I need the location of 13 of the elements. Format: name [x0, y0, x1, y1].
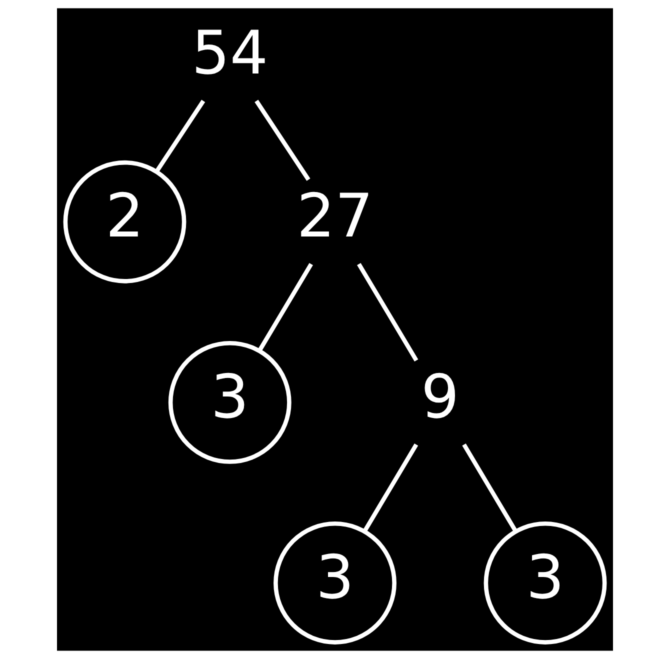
node-circle: 3 [484, 522, 607, 644]
connector [254, 100, 310, 181]
node-text: 27 [296, 182, 374, 252]
connector [154, 100, 206, 173]
node-text: 54 [192, 18, 268, 88]
connector [357, 262, 418, 362]
node-text: 9 [421, 362, 460, 432]
connector [462, 443, 518, 533]
connector [362, 443, 418, 533]
node-circle: 3 [274, 522, 396, 644]
node-circle: 2 [63, 160, 186, 284]
connector [257, 262, 313, 352]
node-circle: 3 [168, 340, 292, 464]
